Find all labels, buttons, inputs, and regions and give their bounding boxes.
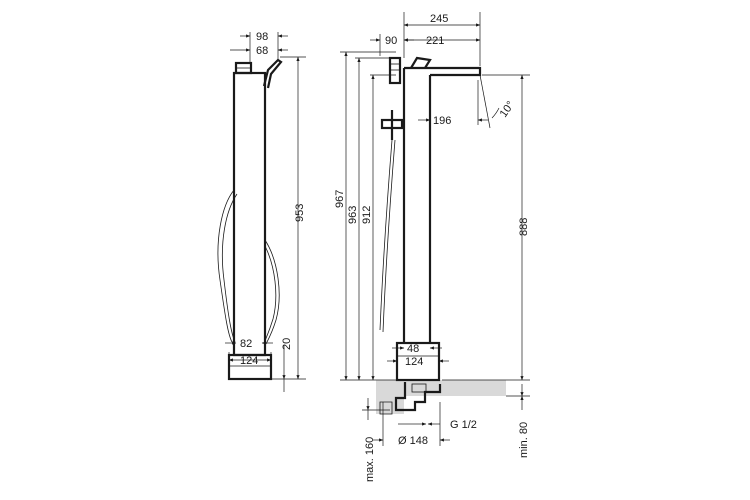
front-dim-912: 912 [361,206,373,224]
front-dim-90: 90 [385,35,397,47]
side-view: 98 68 953 20 82 124 [217,31,306,392]
side-dim-20: 20 [281,338,293,350]
front-thread-label: G 1/2 [450,419,477,431]
front-dim-245: 245 [430,13,448,25]
front-dim-min: min. 80 [518,422,530,458]
side-dim-953: 953 [294,204,306,222]
front-dim-221: 221 [426,35,444,47]
side-hose-right [264,239,280,345]
front-dim-196: 196 [433,115,451,127]
front-dim-963: 963 [347,206,359,224]
front-dim-diameter: Ø 148 [398,435,428,447]
front-dim-888: 888 [518,218,530,236]
side-dim-124: 124 [240,355,258,367]
side-dim-68: 68 [256,45,268,57]
front-handle-cap [388,56,402,85]
front-column [402,68,432,343]
side-dim-98: 98 [256,31,268,43]
front-dim-max: max. 160 [364,437,376,482]
front-dim-48: 48 [407,343,419,355]
side-lever [262,58,283,89]
front-dim-angle: 10° [498,99,517,120]
front-view: 245 90 221 967 963 912 196 10° 888 [334,12,530,482]
front-hose [379,139,393,331]
side-dim-82: 82 [240,338,252,350]
side-column [232,71,267,357]
side-hose-left [217,189,235,343]
front-dim-967: 967 [334,190,346,208]
front-lever [410,56,432,69]
front-dim-124: 124 [405,356,423,368]
front-underfloor-fitting [394,382,442,412]
front-spout [404,66,482,77]
